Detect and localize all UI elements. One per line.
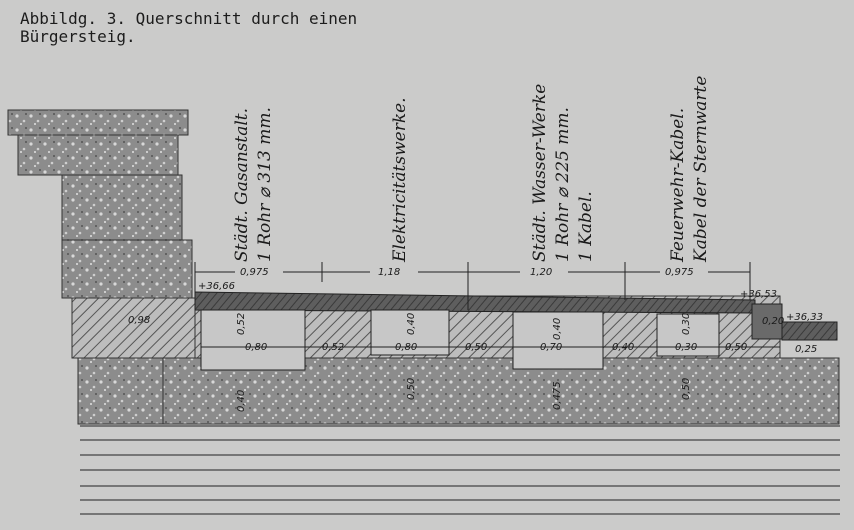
dim-depth: 0,40 bbox=[552, 318, 563, 340]
top-dimension-line bbox=[194, 262, 751, 310]
elevation-left: +36,66 bbox=[198, 281, 235, 292]
dim-top-3: 1,20 bbox=[530, 267, 552, 278]
dim-width: 0,80 bbox=[395, 342, 417, 353]
figure-caption: Abbildg. 3. Querschnitt durch einen Bürg… bbox=[20, 10, 357, 46]
utility-labels: Städt. Gasanstalt. 1 Rohr ⌀ 313 mm. Elek… bbox=[232, 76, 711, 263]
dim-street: 0,25 bbox=[795, 344, 817, 355]
dim-depth: 0,40 bbox=[236, 390, 247, 412]
elevation-street: +36,33 bbox=[786, 312, 823, 323]
dim-width: 0,40 bbox=[612, 342, 634, 353]
dim-depth: 0,475 bbox=[552, 381, 563, 410]
caption-line-2: Bürgersteig. bbox=[20, 27, 136, 46]
dim-depth: 0,50 bbox=[681, 378, 692, 400]
dim-width: 0,52 bbox=[322, 342, 344, 353]
label-electric: Elektricitätswerke. bbox=[390, 97, 410, 263]
width-labels: 0,80 0,52 0,80 0,50 0,70 0,40 0,30 0,50 bbox=[245, 342, 747, 353]
ground-strata bbox=[80, 425, 840, 515]
label-water-2: 1 Rohr ⌀ 225 mm. bbox=[553, 107, 573, 262]
dim-width: 0,50 bbox=[725, 342, 747, 353]
caption-line-1: Abbildg. 3. Querschnitt durch einen bbox=[20, 9, 358, 28]
label-fire: Feuerwehr-Kabel. bbox=[668, 108, 688, 263]
dim-top-1: 0,975 bbox=[240, 267, 269, 278]
label-water-3: 1 Kabel. bbox=[576, 191, 596, 262]
dim-top-4: 0,975 bbox=[665, 267, 694, 278]
label-gas-1: Städt. Gasanstalt. bbox=[232, 108, 252, 262]
dim-wall: 0,98 bbox=[128, 315, 150, 326]
label-water-1: Städt. Wasser-Werke bbox=[530, 84, 550, 262]
duct-chambers bbox=[200, 309, 720, 371]
dim-width: 0,70 bbox=[540, 342, 562, 353]
street-surface bbox=[781, 321, 838, 341]
depth-labels: 0,52 0,40 0,40 0,50 0,40 0,475 0,30 0,50 bbox=[236, 313, 692, 412]
dim-depth: 0,52 bbox=[236, 313, 247, 335]
dim-depth: 0,50 bbox=[406, 378, 417, 400]
label-observatory: Kabel der Sternwarte bbox=[691, 76, 711, 263]
dim-depth: 0,30 bbox=[681, 313, 692, 335]
dim-depth: 0,40 bbox=[406, 313, 417, 335]
dim-top-2: 1,18 bbox=[378, 267, 400, 278]
building-facade bbox=[7, 109, 198, 425]
curb-stone bbox=[751, 303, 783, 340]
elevation-curb: +36,53 bbox=[740, 289, 777, 300]
label-gas-2: 1 Rohr ⌀ 313 mm. bbox=[255, 107, 275, 262]
dim-width: 0,30 bbox=[675, 342, 697, 353]
dim-width: 0,50 bbox=[465, 342, 487, 353]
dim-width: 0,80 bbox=[245, 342, 267, 353]
dim-curb: 0,20 bbox=[762, 316, 784, 327]
